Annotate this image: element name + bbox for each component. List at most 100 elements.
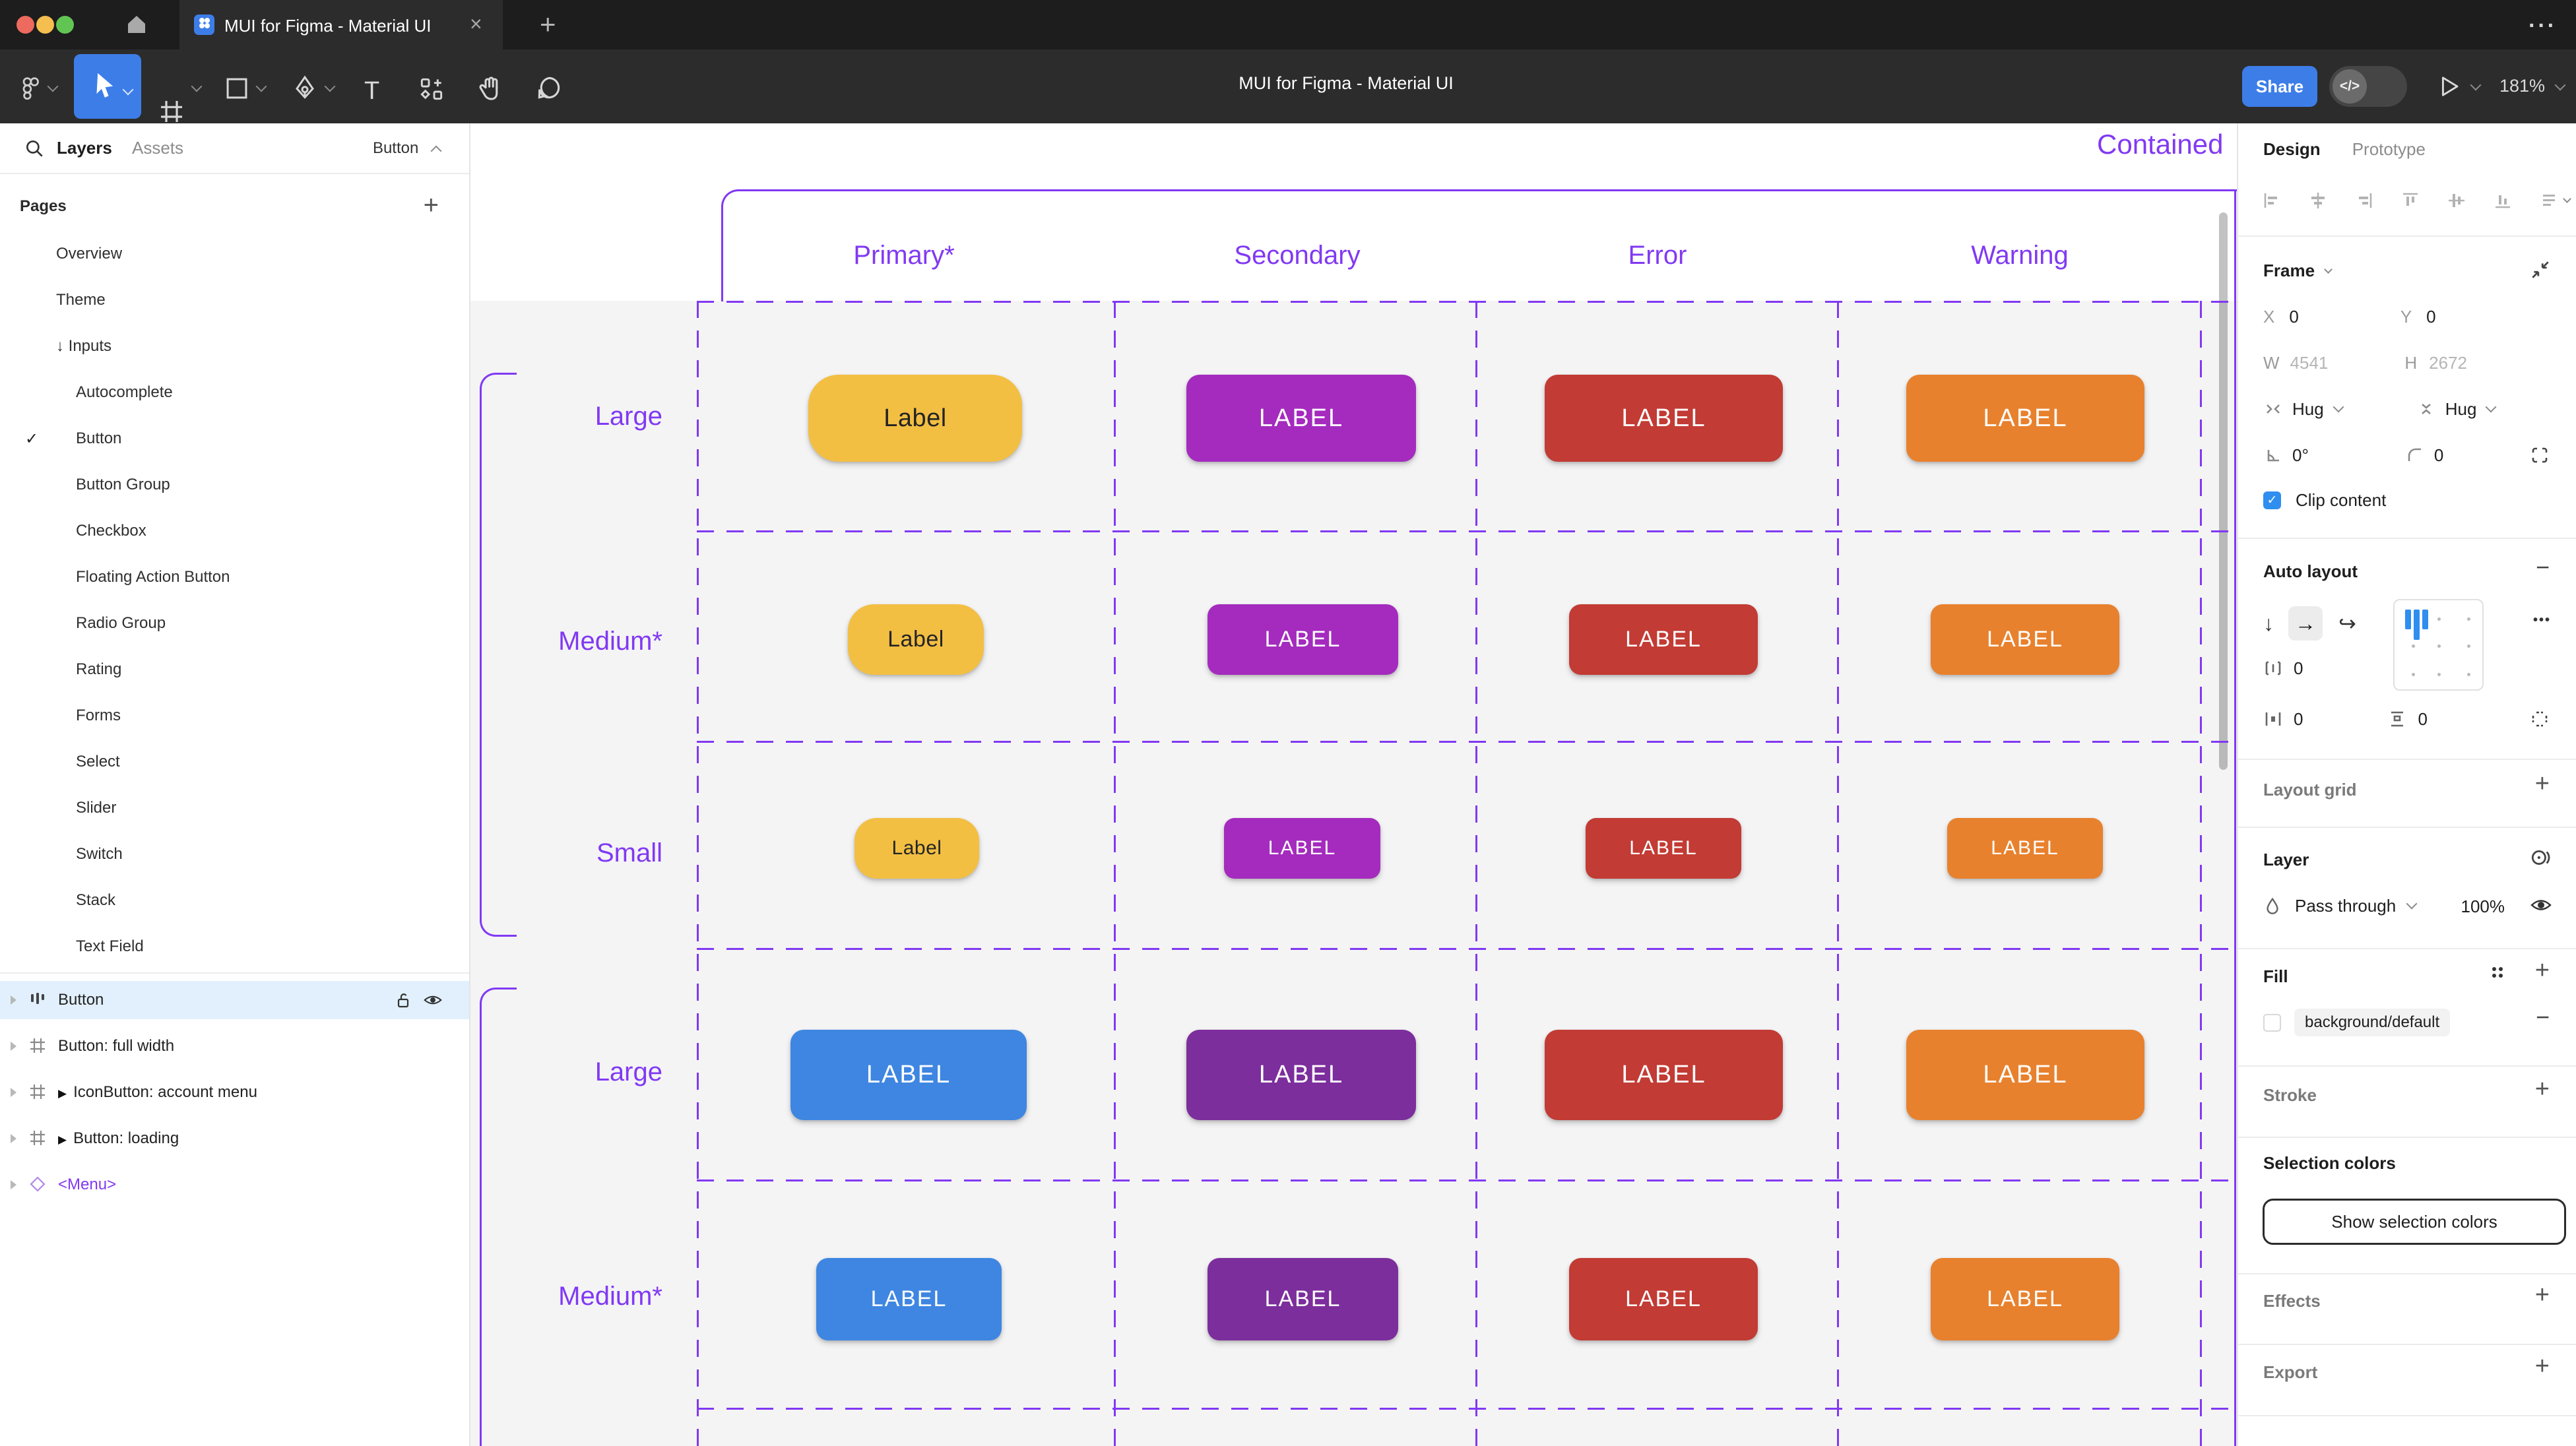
canvas-button-orange[interactable]: LABEL [1931, 1258, 2119, 1340]
independent-padding-icon[interactable] [2530, 709, 2550, 729]
layer-visibility-eye-icon[interactable] [2530, 894, 2552, 916]
expand-chevron-icon[interactable] [11, 1180, 16, 1189]
layer-row-iconbutton-account-menu[interactable]: ▶IconButton: account menu [0, 1073, 469, 1112]
clip-content-checkbox[interactable]: ✓ [2263, 491, 2281, 509]
layer-row-button-loading[interactable]: ▶Button: loading [0, 1119, 469, 1158]
present-chevron-icon[interactable] [2470, 79, 2482, 91]
gap-value[interactable]: 0 [2294, 658, 2303, 678]
opacity-value[interactable]: 100% [2461, 896, 2505, 916]
canvas-button-orange[interactable]: LABEL [1906, 1030, 2144, 1120]
dev-mode-toggle[interactable]: </> [2329, 66, 2407, 107]
fill-token-chip[interactable]: background/default [2294, 1009, 2451, 1036]
menu-chevron-icon[interactable] [47, 80, 59, 92]
expand-chevron-icon[interactable] [11, 1042, 16, 1051]
shape-tool-icon[interactable] [224, 76, 249, 101]
tab-prototype[interactable]: Prototype [2352, 139, 2426, 159]
unlock-icon[interactable] [394, 991, 412, 1013]
tab-close-icon[interactable]: × [470, 12, 482, 36]
canvas-button-purple_light[interactable]: LABEL [1224, 818, 1380, 879]
tab-assets[interactable]: Assets [132, 138, 184, 158]
blend-mode-icon[interactable] [2530, 847, 2551, 868]
canvas-button-red[interactable]: LABEL [1545, 375, 1783, 462]
move-chevron-icon[interactable] [122, 84, 134, 96]
padding-v-value[interactable]: 0 [2418, 708, 2428, 729]
comment-tool-icon[interactable] [536, 75, 562, 101]
frame-chevron-icon[interactable] [2324, 265, 2333, 274]
window-more-icon[interactable]: ··· [2528, 13, 2557, 38]
page-item-overview[interactable]: Overview [0, 231, 469, 277]
canvas-button-red[interactable]: LABEL [1569, 604, 1758, 675]
expand-chevron-icon[interactable] [11, 1088, 16, 1097]
canvas-button-blue[interactable]: LABEL [816, 1258, 1002, 1340]
padding-h-value[interactable]: 0 [2294, 708, 2303, 729]
remove-fill-button[interactable]: − [2535, 1003, 2550, 1030]
align-left-icon[interactable] [2262, 191, 2282, 210]
canvas-button-yellow[interactable]: Label [808, 375, 1022, 462]
page-item-stack[interactable]: Stack [0, 877, 469, 924]
page-item-switch[interactable]: Switch [0, 831, 469, 877]
page-item-checkbox[interactable]: Checkbox [0, 508, 469, 554]
page-item-autocomplete[interactable]: Autocomplete [0, 369, 469, 416]
page-item-rating[interactable]: Rating [0, 646, 469, 693]
new-tab-button[interactable]: + [540, 9, 556, 40]
column-header-secondary[interactable]: Secondary [1234, 241, 1361, 270]
align-v-center-icon[interactable] [2447, 191, 2466, 210]
add-page-button[interactable]: + [423, 191, 439, 220]
row-label-medium[interactable]: Medium* [558, 1282, 662, 1311]
page-item-inputs[interactable]: ↓ Inputs [0, 323, 469, 369]
column-header-warning[interactable]: Warning [1971, 241, 2069, 270]
canvas-button-yellow[interactable]: Label [848, 604, 984, 675]
page-item-button-group[interactable]: Button Group [0, 462, 469, 508]
row-label-medium[interactable]: Medium* [558, 627, 662, 656]
w-value[interactable]: 4541 [2290, 352, 2329, 373]
collapse-icon[interactable] [2530, 259, 2551, 280]
wrap-icon[interactable]: ↩ [2338, 612, 2356, 635]
remove-auto-layout-button[interactable]: − [2535, 553, 2550, 581]
present-button[interactable] [2437, 75, 2482, 102]
page-item-theme[interactable]: Theme [0, 277, 469, 323]
page-item-forms[interactable]: Forms [0, 693, 469, 739]
pen-tool-icon[interactable] [292, 75, 318, 101]
auto-layout-more-icon[interactable]: ••• [2532, 613, 2551, 627]
add-export-button[interactable]: + [2534, 1352, 2550, 1380]
fill-styles-icon[interactable] [2488, 962, 2507, 986]
corner-radius-value[interactable]: 0 [2433, 445, 2444, 465]
tab-design[interactable]: Design [2263, 139, 2321, 159]
canvas-scrollbar[interactable] [2219, 212, 2228, 770]
direction-right-selected[interactable]: → [2288, 606, 2323, 641]
add-fill-button[interactable]: + [2534, 957, 2550, 984]
search-icon[interactable] [24, 138, 45, 159]
align-right-icon[interactable] [2354, 191, 2374, 210]
pen-chevron-icon[interactable] [324, 80, 336, 92]
row-label-large[interactable]: Large [595, 1057, 662, 1086]
page-item-radio-group[interactable]: Radio Group [0, 600, 469, 646]
share-button[interactable]: Share [2242, 66, 2317, 107]
align-h-center-icon[interactable] [2308, 191, 2328, 210]
hug-h-value[interactable]: Hug [2292, 398, 2324, 419]
traffic-zoom-button[interactable] [56, 16, 74, 34]
page-item-select[interactable]: Select [0, 739, 469, 785]
selection-dropdown[interactable]: Button [373, 139, 442, 158]
layer-row-button[interactable]: Button [0, 981, 469, 1019]
canvas-button-red[interactable]: LABEL [1545, 1030, 1783, 1120]
add-layout-grid-button[interactable]: + [2534, 770, 2550, 798]
page-item-slider[interactable]: Slider [0, 785, 469, 831]
shape-chevron-icon[interactable] [255, 80, 267, 92]
canvas-button-red[interactable]: LABEL [1586, 818, 1741, 879]
align-bottom-icon[interactable] [2493, 191, 2513, 210]
alignment-box[interactable] [2393, 599, 2484, 691]
show-selection-colors-button[interactable]: Show selection colors [2263, 1199, 2566, 1245]
align-top-icon[interactable] [2400, 191, 2420, 210]
frame-section-title[interactable]: Frame [2263, 260, 2315, 280]
figma-menu-icon[interactable] [20, 76, 44, 100]
canvas-button-orange[interactable]: LABEL [1947, 818, 2103, 879]
page-item-button[interactable]: ✓Button [0, 416, 469, 462]
layer-row-button-full-width[interactable]: Button: full width [0, 1027, 469, 1065]
expand-chevron-icon[interactable] [11, 995, 16, 1005]
traffic-minimize-button[interactable] [36, 16, 54, 34]
text-tool-icon[interactable]: T [364, 77, 380, 105]
canvas-button-red[interactable]: LABEL [1569, 1258, 1758, 1340]
fill-color-swatch[interactable] [2263, 1013, 2281, 1032]
blend-chevron-icon[interactable] [2406, 898, 2418, 910]
